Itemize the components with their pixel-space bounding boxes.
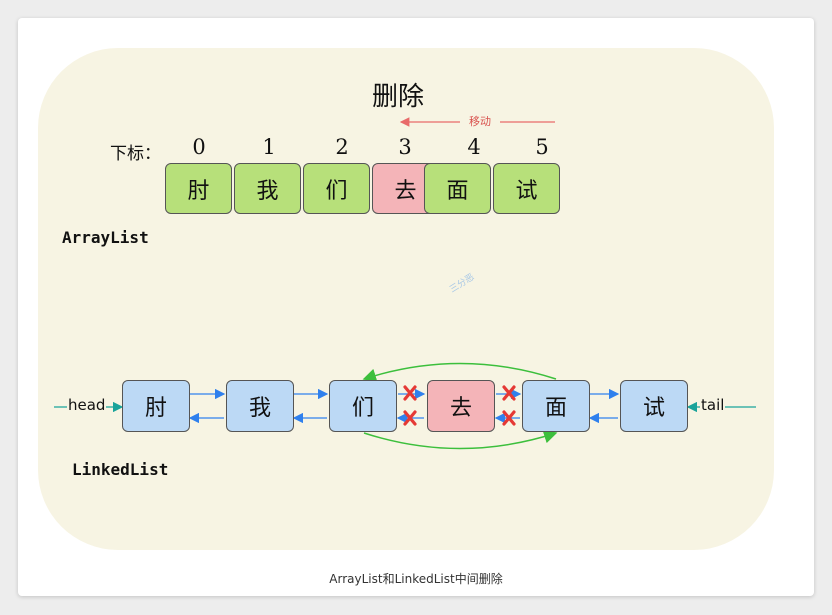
move-label: 移动 xyxy=(460,113,500,129)
bypass-arrow-prev xyxy=(362,362,557,382)
index-value: 5 xyxy=(535,135,549,159)
head-label: head xyxy=(67,396,107,414)
bypass-arrow-next xyxy=(363,430,558,450)
figure-card: 删除 移动 下标： 0 1 2 3 4 5 肘 我 们 去 面 试 ArrayL… xyxy=(18,18,814,596)
array-cell: 面 xyxy=(424,163,491,214)
linked-node: 面 xyxy=(522,380,590,432)
linked-node-deleted: 去 xyxy=(427,380,495,432)
diagram-panel xyxy=(38,48,774,550)
index-value: 3 xyxy=(398,135,412,159)
linkedlist-label: LinkedList xyxy=(72,460,169,479)
array-cell: 肘 xyxy=(165,163,232,214)
array-cell: 们 xyxy=(303,163,370,214)
index-label: 下标： xyxy=(110,144,161,164)
tail-label: tail xyxy=(700,396,726,414)
cross-icon xyxy=(403,385,516,426)
linked-node: 们 xyxy=(329,380,397,432)
array-cell: 我 xyxy=(234,163,301,214)
linked-node: 肘 xyxy=(122,380,190,432)
linked-node: 试 xyxy=(620,380,688,432)
index-value: 4 xyxy=(467,135,481,159)
diagram-arrows xyxy=(54,117,756,450)
array-cell: 试 xyxy=(493,163,560,214)
linked-node: 我 xyxy=(226,380,294,432)
diagram-title: 删除 xyxy=(371,82,424,112)
index-value: 1 xyxy=(262,135,276,159)
figure-caption: ArrayList和LinkedList中间删除 xyxy=(329,572,503,586)
index-value: 2 xyxy=(335,135,349,159)
arraylist-label: ArrayList xyxy=(62,228,149,247)
index-value: 0 xyxy=(192,135,206,159)
linked-list-links xyxy=(188,388,620,424)
